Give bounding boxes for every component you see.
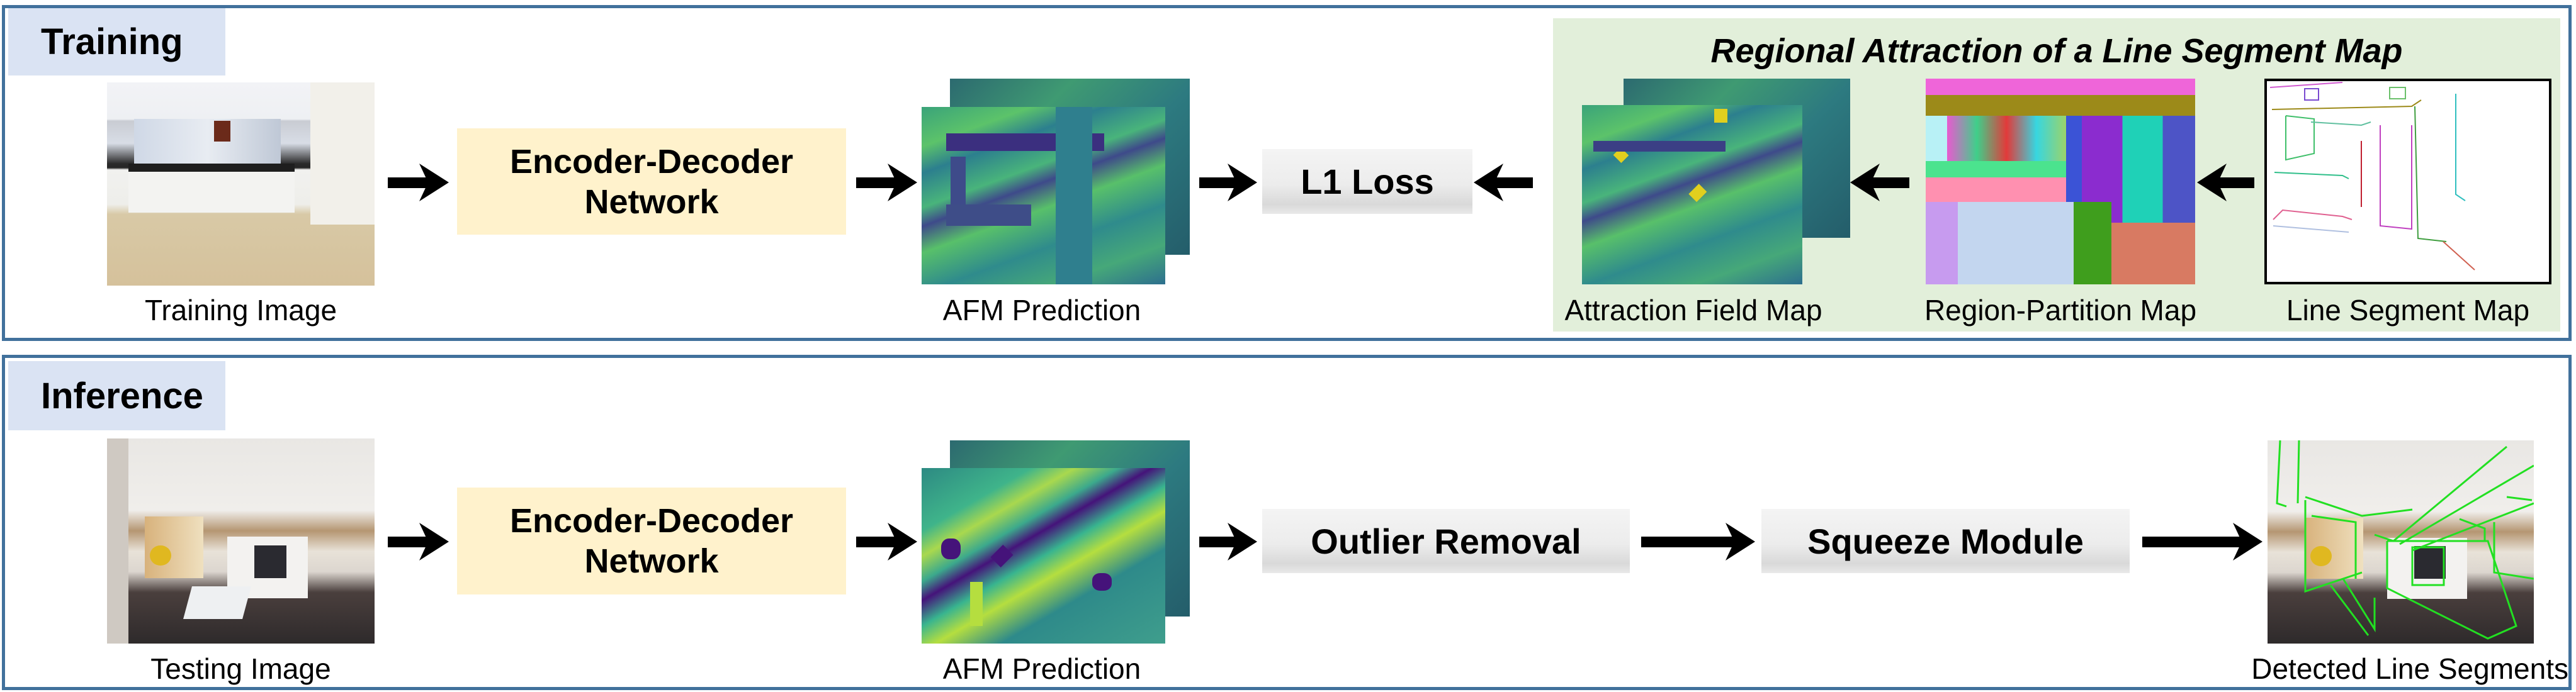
detected-line-segments-image <box>2268 440 2534 644</box>
detected-line-overlay <box>2276 440 2534 640</box>
arrow-right-icon <box>1199 164 1257 201</box>
afm-prediction-image <box>922 107 1165 284</box>
arrow-right-icon <box>856 523 917 561</box>
detected-line-segments-caption: Detected Line Segments <box>2251 652 2568 685</box>
line-segment-map-image <box>2264 79 2551 284</box>
l1-loss-box: L1 Loss <box>1262 149 1472 214</box>
region-segment <box>2074 202 2112 284</box>
training-image <box>107 82 375 286</box>
inference-title-box: Inference <box>8 361 225 430</box>
region-segment <box>1926 177 2066 203</box>
line-segment-map-caption: Line Segment Map <box>2286 294 2530 326</box>
region-partition-map-caption: Region-Partition Map <box>1924 294 2197 326</box>
afm-prediction-caption: AFM Prediction <box>942 294 1141 326</box>
network-label-line1: Encoder-Decoder <box>509 502 794 540</box>
outlier-removal-box: Outlier Removal <box>1262 509 1630 573</box>
encoder-decoder-network-box: Encoder-Decoder Network <box>457 128 846 235</box>
network-label-line2: Network <box>584 182 719 221</box>
training-title: Training <box>41 21 183 62</box>
training-image-caption: Training Image <box>144 294 337 326</box>
arrow-left-icon <box>2197 164 2254 201</box>
arrow-right-icon <box>2142 523 2262 561</box>
regional-attraction-title: Regional Attraction of a Line Segment Ma… <box>1710 32 2403 70</box>
afm-prediction-image <box>922 468 1165 644</box>
squeeze-module-label: Squeeze Module <box>1807 521 2084 561</box>
attraction-field-map-caption: Attraction Field Map <box>1564 294 1822 326</box>
network-label-line2: Network <box>584 542 719 580</box>
network-label-line1: Encoder-Decoder <box>509 142 794 181</box>
training-title-box: Training <box>8 8 225 75</box>
region-segment <box>2111 222 2195 284</box>
inference-title: Inference <box>41 375 203 416</box>
testing-image <box>107 438 375 644</box>
region-partition-map-image <box>1926 79 2195 284</box>
arrow-right-icon <box>1641 523 1755 561</box>
arrow-left-icon <box>1474 164 1533 201</box>
afm-prediction-caption: AFM Prediction <box>942 652 1141 685</box>
attraction-field-map-image <box>1582 105 1802 284</box>
arrow-right-icon <box>856 164 917 201</box>
squeeze-module-box: Squeeze Module <box>1761 509 2130 573</box>
arrow-right-icon <box>1199 523 1257 561</box>
outlier-removal-label: Outlier Removal <box>1311 521 1581 561</box>
testing-image-caption: Testing Image <box>150 652 331 685</box>
arrow-left-icon <box>1850 164 1909 201</box>
encoder-decoder-network-box: Encoder-Decoder Network <box>457 488 846 594</box>
arrow-right-icon <box>388 164 449 201</box>
arrow-right-icon <box>388 523 449 561</box>
region-segment <box>1926 202 1958 284</box>
l1-loss-label: L1 Loss <box>1301 162 1434 201</box>
